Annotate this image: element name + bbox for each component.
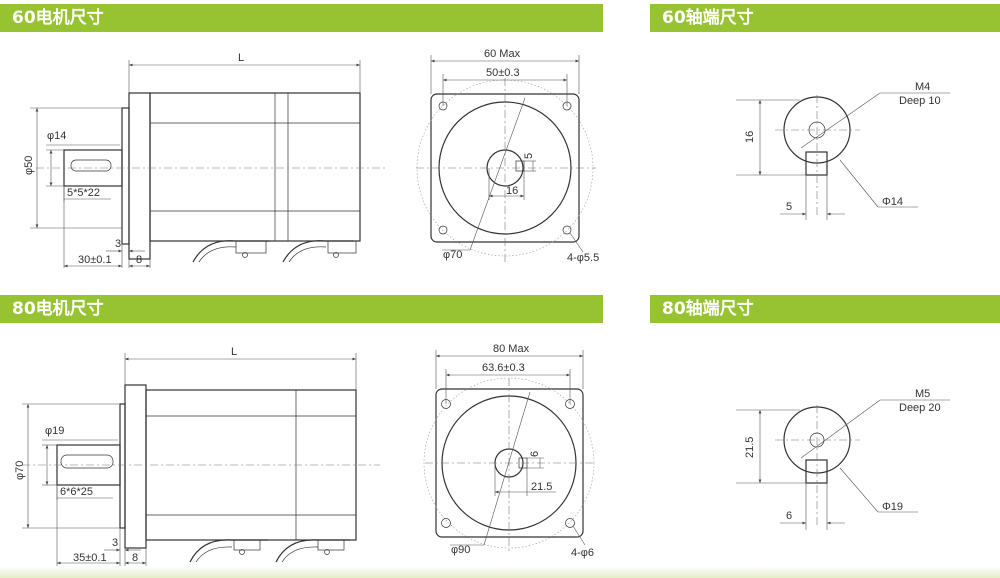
motor80-key-width: 6 (529, 451, 541, 457)
motor60-side-view: L φ14 φ50 5*5*22 3 30±0.1 8 (23, 52, 385, 268)
motor80-bolt-pitch: 63.6±0.3 (482, 362, 525, 374)
motor80-mount-holes: 4-φ6 (571, 547, 594, 559)
motor60-bolt-pitch: 50±0.3 (486, 67, 520, 79)
bottom-gradient (0, 566, 1000, 578)
shaft60-key-width: 5 (786, 201, 792, 213)
motor80-pilot-dia: φ70 (14, 461, 26, 480)
shaft60-thread-depth: Deep 10 (899, 95, 941, 107)
shaft80-thread-depth: Deep 20 (899, 402, 941, 414)
motor80-flange-thickness: 3 (112, 537, 118, 549)
motor80-pcd: φ90 (451, 544, 470, 556)
shaft80-diameter: Φ19 (882, 501, 903, 513)
motor80-front-view: 80 Max 63.6±0.3 6 21.5 φ90 4-φ6 (423, 343, 596, 559)
motor60-shaft-dia: φ14 (47, 130, 66, 142)
shaft80-key-height: 21.5 (744, 437, 756, 458)
motor60-key-depth: 16 (506, 185, 518, 197)
shaft80-section-title: 80轴端尺寸 (650, 295, 1000, 323)
motor80-side-view: L φ19 φ70 6*6*25 3 35±0.1 8 (14, 346, 380, 566)
motor80-shaft-dia: φ19 (45, 425, 64, 437)
motor60-flange-width: 8 (136, 254, 142, 266)
shaft60-key-height: 16 (744, 131, 756, 143)
motor80-key-size: 6*6*25 (60, 486, 93, 498)
motor80-outer-size: 80 Max (493, 343, 530, 355)
motor80-key-depth: 21.5 (531, 481, 552, 493)
motor80-shaft-length: 35±0.1 (73, 552, 107, 564)
motor80-flange-width: 8 (132, 552, 138, 564)
shaft60-diameter: Φ14 (882, 196, 903, 208)
motor80-section-title: 80电机尺寸 (0, 295, 603, 323)
motor60-pilot-dia: φ50 (23, 156, 35, 175)
shaft80-thread: M5 (915, 388, 930, 400)
shaft60-section-title: 60轴端尺寸 (650, 4, 1000, 32)
motor60-pcd: φ70 (443, 249, 462, 261)
shaft60-thread: M4 (915, 81, 930, 93)
motor60-key-width: 5 (523, 153, 535, 159)
motor80-length-label: L (231, 346, 237, 358)
motor60-length-label: L (238, 52, 244, 64)
motor60-outer-size: 60 Max (484, 48, 521, 60)
motor60-flange-thickness: 3 (115, 238, 121, 250)
shaft80-end-view: M5 Deep 20 21.5 6 Φ19 (736, 388, 950, 530)
motor60-shaft-length: 30±0.1 (78, 254, 112, 266)
shaft60-end-view: M4 Deep 10 16 5 Φ14 (736, 81, 950, 220)
motor60-section-title: 60电机尺寸 (0, 4, 603, 32)
shaft80-key-width: 6 (786, 510, 792, 522)
motor60-mount-holes: 4-φ5.5 (567, 252, 599, 264)
motor60-front-view: 60 Max 50±0.3 5 16 φ70 4-φ5.5 (416, 48, 599, 264)
motor60-key-size: 5*5*22 (67, 187, 100, 199)
